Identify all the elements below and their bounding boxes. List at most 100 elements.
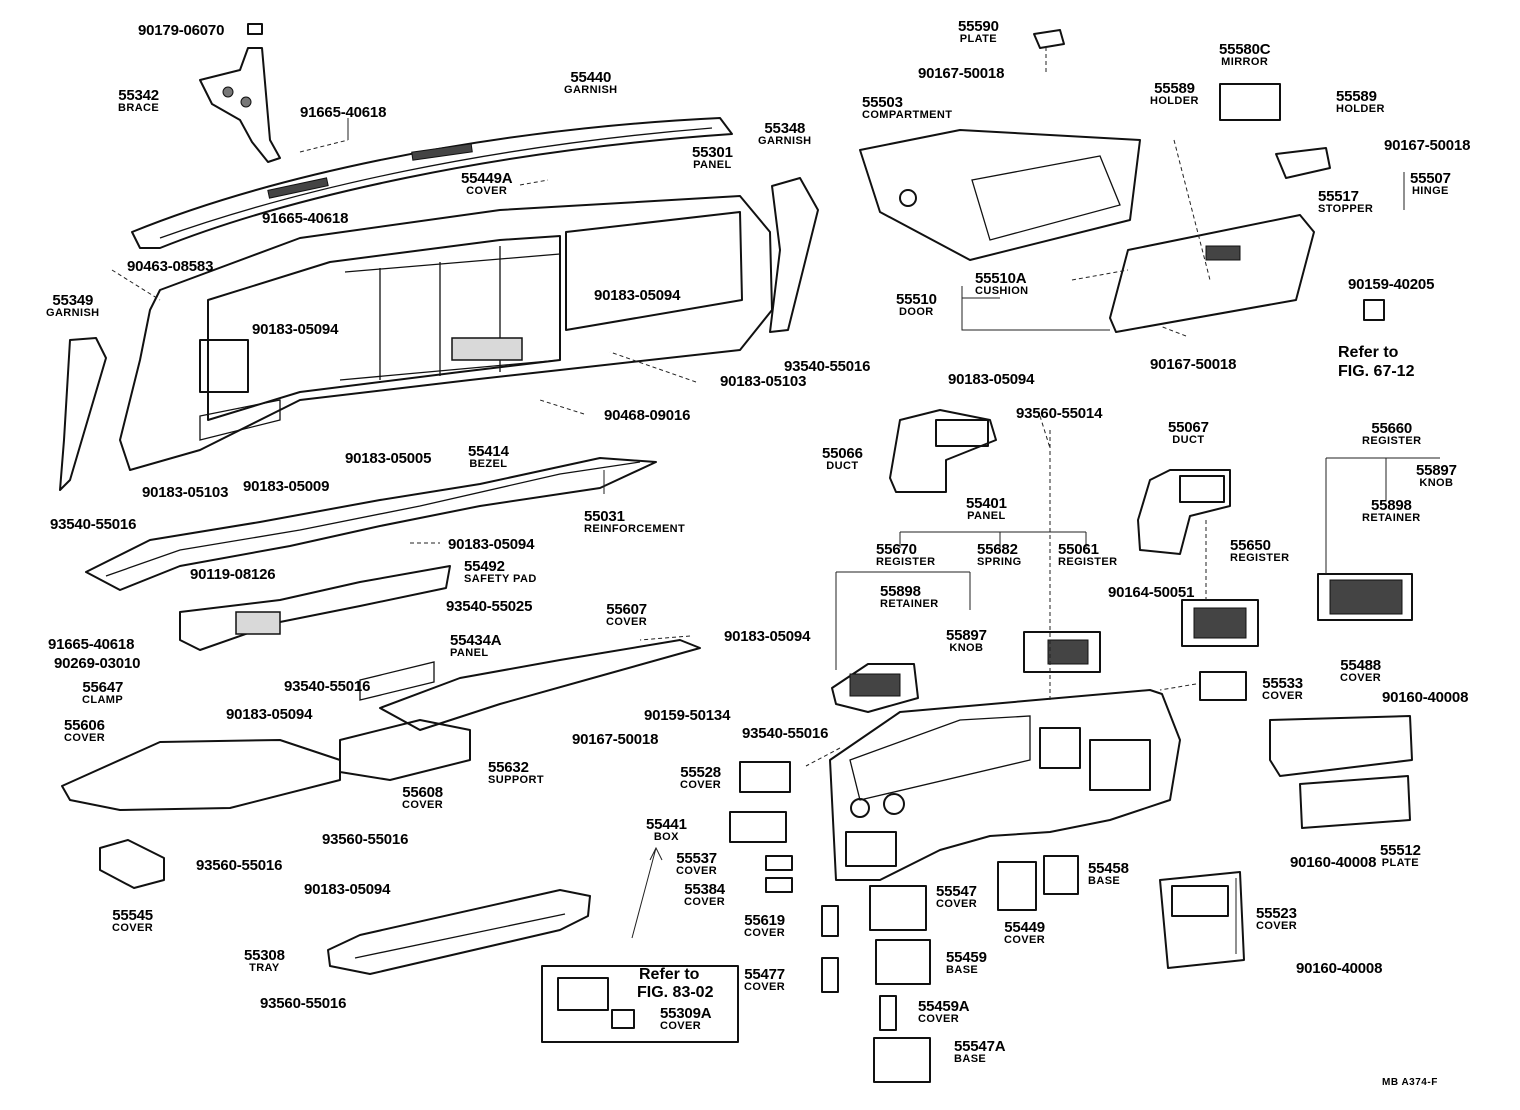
label-55545: 55545 COVER xyxy=(112,908,153,934)
label-90183-05009: 90183-05009 xyxy=(243,479,329,494)
part-number: 91665-40618 xyxy=(262,210,349,227)
label-55512: 55512 PLATE xyxy=(1380,843,1421,869)
label-55897-a: 55897 KNOB xyxy=(1416,463,1457,489)
reference-fig-67-12: Refer to FIG. 67-12 xyxy=(1338,345,1414,380)
part-number: 90269-03010 xyxy=(54,655,141,672)
part-number: 55898 xyxy=(880,583,921,600)
part-number: 90119-08126 xyxy=(190,566,276,583)
tray-55308-drawing xyxy=(327,889,591,975)
part-name: REGISTER xyxy=(1230,552,1290,564)
label-90183-05094-d: 90183-05094 xyxy=(724,629,810,644)
garnish-55440-drawing xyxy=(131,117,733,249)
label-93540-55016-d: 93540-55016 xyxy=(742,726,828,741)
part-name: COVER xyxy=(64,732,106,744)
label-55608: 55608 COVER xyxy=(402,785,443,811)
part-number: 93560-55016 xyxy=(196,857,283,874)
label-55031: 55031 REINFORCEMENT xyxy=(584,509,685,535)
part-number: 90183-05094 xyxy=(594,287,681,304)
part-number: 55547A xyxy=(954,1038,1006,1055)
label-55660: 55660 REGISTER xyxy=(1362,421,1421,447)
part-name: BOX xyxy=(653,831,679,843)
label-55510: 55510 DOOR xyxy=(896,292,937,318)
part-name: GARNISH xyxy=(46,307,100,319)
part-number: 55066 xyxy=(822,445,863,462)
label-93560-55016-c: 93560-55016 xyxy=(260,996,346,1011)
label-55607: 55607 COVER xyxy=(606,602,647,628)
part-number: 55650 xyxy=(1230,537,1271,554)
part-number: 55533 xyxy=(1262,675,1303,692)
label-93540-55025: 93540-55025 xyxy=(446,599,532,614)
part-number: 55897 xyxy=(1416,462,1457,479)
label-55309A: 55309A COVER xyxy=(660,1006,712,1032)
part-number: 55440 xyxy=(570,69,612,86)
label-90119-08126: 90119-08126 xyxy=(190,566,276,583)
part-number: 55647 xyxy=(82,679,124,696)
part-number: 90183-05005 xyxy=(345,450,432,467)
part-number: 55401 xyxy=(966,495,1007,512)
label-55384: 55384 COVER xyxy=(684,882,725,908)
part-number: 90183-05094 xyxy=(304,881,391,898)
label-55682: 55682 SPRING xyxy=(977,542,1022,568)
part-number: 90183-05094 xyxy=(226,706,313,723)
part-name: REGISTER xyxy=(1058,556,1118,568)
label-90167-50018-d: 90167-50018 xyxy=(1150,357,1236,372)
part-number: 55458 xyxy=(1088,860,1129,877)
part-name: GARNISH xyxy=(564,84,618,96)
part-number: 55507 xyxy=(1410,170,1451,187)
part-name: COVER xyxy=(402,799,444,811)
part-number: 91665-40618 xyxy=(48,636,135,653)
part-number: 90183-05103 xyxy=(720,373,807,390)
part-name: COVER xyxy=(680,779,722,791)
label-55507: 55507 HINGE xyxy=(1410,171,1451,197)
part-name: PANEL xyxy=(450,647,489,659)
label-90183-05005: 90183-05005 xyxy=(345,451,431,466)
part-number: 55670 xyxy=(876,541,917,558)
part-number: 55342 xyxy=(118,87,159,104)
label-55459A: 55459A COVER xyxy=(918,999,970,1025)
part-name: HOLDER xyxy=(1336,103,1385,115)
label-55528: 55528 COVER xyxy=(680,765,721,791)
part-number: 55477 xyxy=(744,966,785,983)
label-55517: 55517 STOPPER xyxy=(1318,189,1373,215)
panel-55401-drawing xyxy=(829,689,1181,881)
part-number: 93540-55016 xyxy=(742,725,829,742)
part-number: 55441 xyxy=(646,816,687,833)
part-number: 90183-05094 xyxy=(948,371,1035,388)
part-number: 55301 xyxy=(692,144,733,161)
part-name: KNOB xyxy=(949,642,984,654)
part-number: 55510A xyxy=(975,270,1027,287)
label-55503: 55503 COMPARTMENT xyxy=(862,95,952,121)
label-90183-05094-g: 90183-05094 xyxy=(948,372,1034,387)
part-name: COVER xyxy=(684,896,726,908)
part-number: 90159-50134 xyxy=(644,707,731,724)
label-90160-40008-c: 90160-40008 xyxy=(1296,961,1382,976)
label-55533: 55533 COVER xyxy=(1262,676,1303,702)
part-number: 93560-55016 xyxy=(260,995,347,1012)
compartment-55503-drawing xyxy=(859,129,1141,261)
label-55066: 55066 DUCT xyxy=(822,446,863,472)
part-number: 93540-55016 xyxy=(50,516,137,533)
part-number: 55606 xyxy=(64,717,105,734)
part-name: COVER xyxy=(660,1020,702,1032)
part-number: 55545 xyxy=(112,907,153,924)
label-55897-b: 55897 KNOB xyxy=(946,628,987,654)
part-number: 90179-06070 xyxy=(138,22,225,39)
part-name: KNOB xyxy=(1419,477,1454,489)
label-91665-40618-b: 91665-40618 xyxy=(262,211,348,226)
part-number: 55528 xyxy=(680,764,721,781)
part-number: 55512 xyxy=(1380,842,1421,859)
label-55492: 55492 SAFETY PAD xyxy=(464,559,537,585)
label-55670: 55670 REGISTER xyxy=(876,542,935,568)
part-number: 55414 xyxy=(468,443,509,460)
reference-line2: FIG. 83-02 xyxy=(637,984,714,1001)
label-93560-55016-a: 93560-55016 xyxy=(322,832,408,847)
part-number: 55031 xyxy=(584,508,625,525)
part-name: SUPPORT xyxy=(488,774,544,786)
label-55414: 55414 BEZEL xyxy=(468,444,509,470)
label-55342: 55342 BRACE xyxy=(118,88,159,114)
part-name: COVER xyxy=(744,927,786,939)
part-name: DOOR xyxy=(899,306,934,318)
part-name: REINFORCEMENT xyxy=(584,523,686,535)
leader-lines xyxy=(111,44,1440,954)
reference-line2: FIG. 67-12 xyxy=(1338,363,1415,380)
